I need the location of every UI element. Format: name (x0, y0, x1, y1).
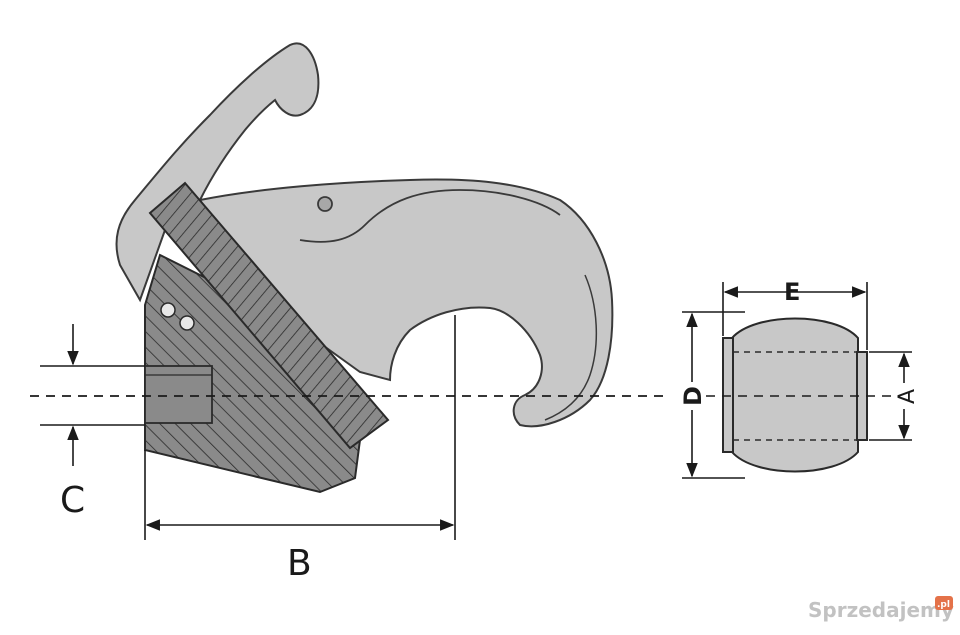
dimension-e: E (722, 278, 868, 350)
dimension-c: C (40, 324, 145, 521)
dimension-a: A (869, 351, 920, 441)
watermark-text: Sprzedajemy (808, 598, 954, 622)
ball (690, 317, 910, 473)
watermark-badge (935, 596, 953, 610)
ball-left-face (722, 337, 734, 453)
housing-hole-2 (179, 315, 195, 331)
label-c: C (60, 480, 85, 521)
label-e: E (784, 278, 800, 306)
pivot-hole (317, 196, 333, 212)
hook-inner-edge (544, 274, 598, 421)
watermark: Sprzedajemy .pl (808, 596, 954, 622)
label-b: B (287, 543, 312, 584)
locking-bar (148, 181, 390, 450)
housing-section (144, 253, 362, 494)
label-a: A (895, 389, 920, 404)
release-lever (115, 42, 320, 303)
watermark-suffix: .pl (937, 600, 950, 610)
hook-contour-line (299, 189, 561, 243)
ball-body (731, 317, 859, 473)
label-d: D (679, 386, 707, 406)
hook-body (198, 178, 614, 428)
dimension-d: D (679, 311, 745, 479)
dimension-b: B (144, 450, 455, 584)
housing-hole-1 (160, 302, 176, 318)
